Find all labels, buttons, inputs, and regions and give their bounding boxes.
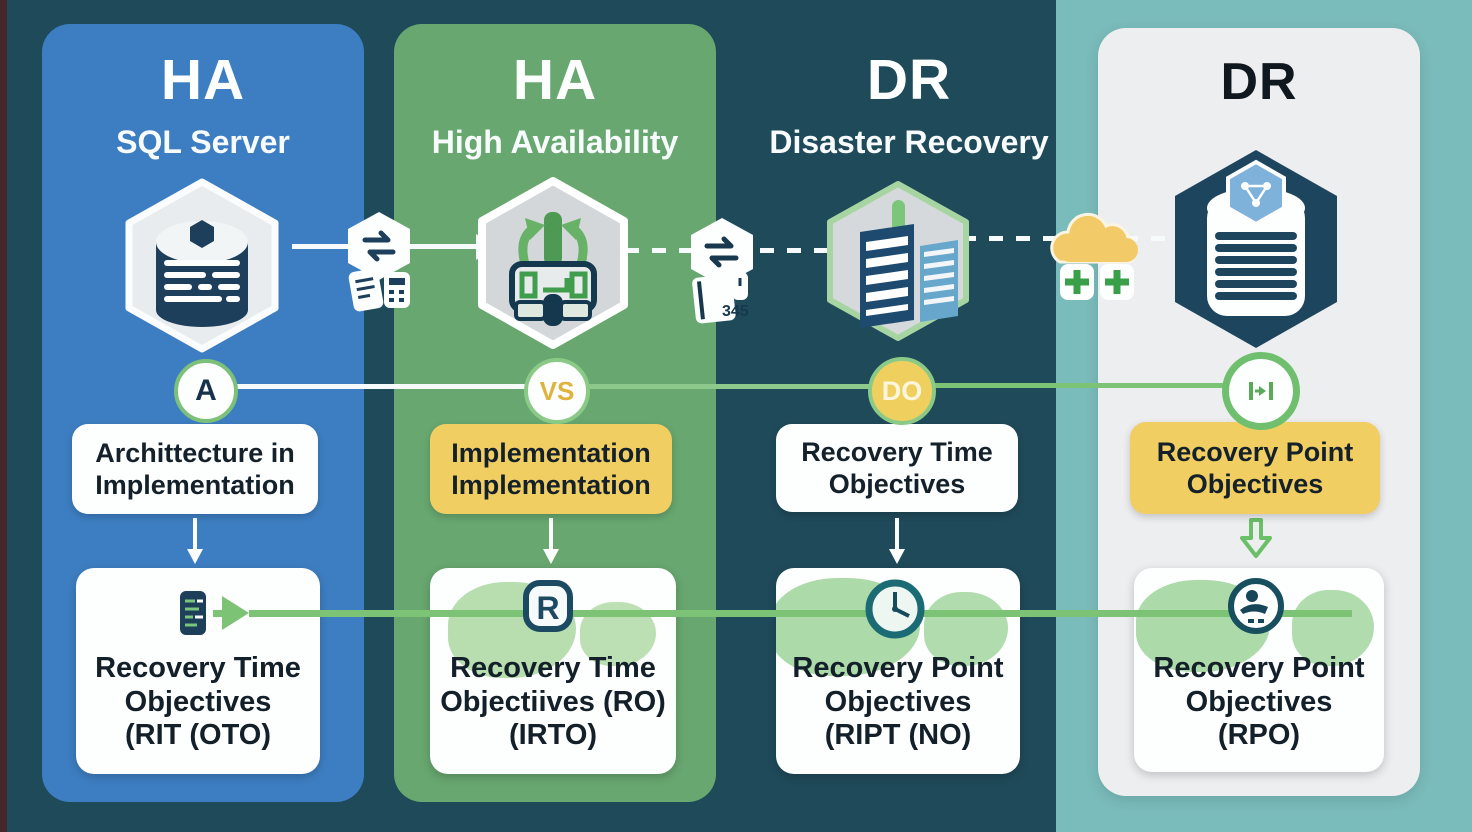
label-box-rto: Recovery Time Objectives: [776, 424, 1018, 512]
column4-abbr: DR: [1220, 53, 1298, 111]
badge-do: DO: [868, 357, 936, 425]
label-line: Recovery Time: [801, 436, 993, 467]
document-phone-icon: [173, 585, 213, 641]
badge-a: A: [174, 359, 238, 423]
bottom-box-text: Recovery Point Objectives (RPO): [1134, 652, 1384, 753]
bottom-line: Objectiives (RO): [440, 685, 666, 718]
badge-line-3: [926, 383, 1226, 388]
down-chevron-icon: [1240, 518, 1272, 558]
bottom-line: Objectives: [124, 685, 272, 718]
letter-r-glyph: R: [536, 590, 559, 626]
down-arrow-icon: [543, 518, 559, 564]
badge-vs: VS: [524, 358, 590, 424]
person-cloud-icon: [1228, 578, 1284, 634]
green-blob: [1292, 590, 1374, 666]
label-line: Objectives: [1186, 469, 1324, 499]
badge-a-label: A: [195, 374, 217, 407]
left-edge-sliver: [0, 0, 7, 832]
label-box-implementation: Implementation Implementation: [430, 424, 672, 514]
database-stack-hexagon-icon: [1175, 150, 1337, 348]
bottom-line: Objectives: [824, 685, 972, 718]
label-line: Objectives: [828, 469, 966, 499]
badge-do-label: DO: [881, 375, 923, 406]
cloud-plus-icon: [1050, 212, 1138, 300]
bottom-line: Recovery Time: [450, 652, 656, 684]
label-box-architecture: Archittecture in Implementation: [72, 424, 318, 514]
connector-label-345: 345: [722, 303, 749, 320]
bottom-line: Recovery Point: [792, 652, 1004, 684]
sync-book-icon: 345: [691, 218, 753, 324]
badge-vs-label: VS: [539, 375, 575, 406]
down-arrow-icon: [187, 518, 203, 564]
label-line: Implementation: [451, 437, 651, 468]
label-line: Implementation: [451, 470, 651, 500]
column1-abbr: HA: [160, 48, 246, 112]
badge-icon-circle: [1222, 352, 1300, 430]
column2-abbr: HA: [512, 48, 598, 112]
bottom-line: (RIT (OTO): [124, 719, 272, 752]
bottom-box-text: Recovery Time Objectiives (RO) (IRTO): [430, 652, 676, 753]
letter-r-icon: R: [523, 580, 573, 632]
column3-subtitle: Disaster Recovery: [769, 124, 1049, 160]
shield-database-icon: [125, 178, 279, 353]
bottom-line: (IRTO): [508, 719, 598, 752]
label-line: Recovery Point: [1156, 436, 1354, 467]
bottom-box-text: Recovery Time Objectives (RIT (OTO): [76, 652, 320, 753]
bottom-line: (RPO): [1217, 719, 1301, 752]
down-arrow-icon: [889, 518, 905, 564]
badge-line-2: [580, 384, 870, 389]
label-line: Archittecture in: [95, 437, 295, 468]
double-arrow-icon: [1249, 382, 1273, 400]
badge-line-1: [226, 384, 526, 389]
sync-document-icon: [348, 212, 410, 312]
green-flow-line: [249, 610, 1352, 617]
bottom-box-text: Recovery Point Objectives (RIPT (NO): [776, 652, 1020, 753]
label-box-rpo: Recovery Point Objectives: [1130, 422, 1380, 514]
column1-subtitle: SQL Server: [116, 124, 290, 160]
server-rack-hexagon-icon: [827, 181, 969, 341]
bottom-line: Objectives: [1185, 685, 1333, 718]
bottom-line: (RIPT (NO): [824, 719, 972, 752]
column3-abbr: DR: [866, 48, 952, 112]
clock-icon: [865, 579, 925, 639]
bottom-line: Recovery Time: [95, 652, 301, 684]
green-blob: [924, 592, 1008, 666]
bottom-line: Recovery Point: [1153, 652, 1365, 684]
machine-arrows-hexagon-icon: [478, 177, 628, 349]
column2-subtitle: High Availability: [431, 124, 679, 160]
label-line: Implementation: [95, 470, 295, 500]
green-flow-arrowhead: [222, 596, 249, 630]
